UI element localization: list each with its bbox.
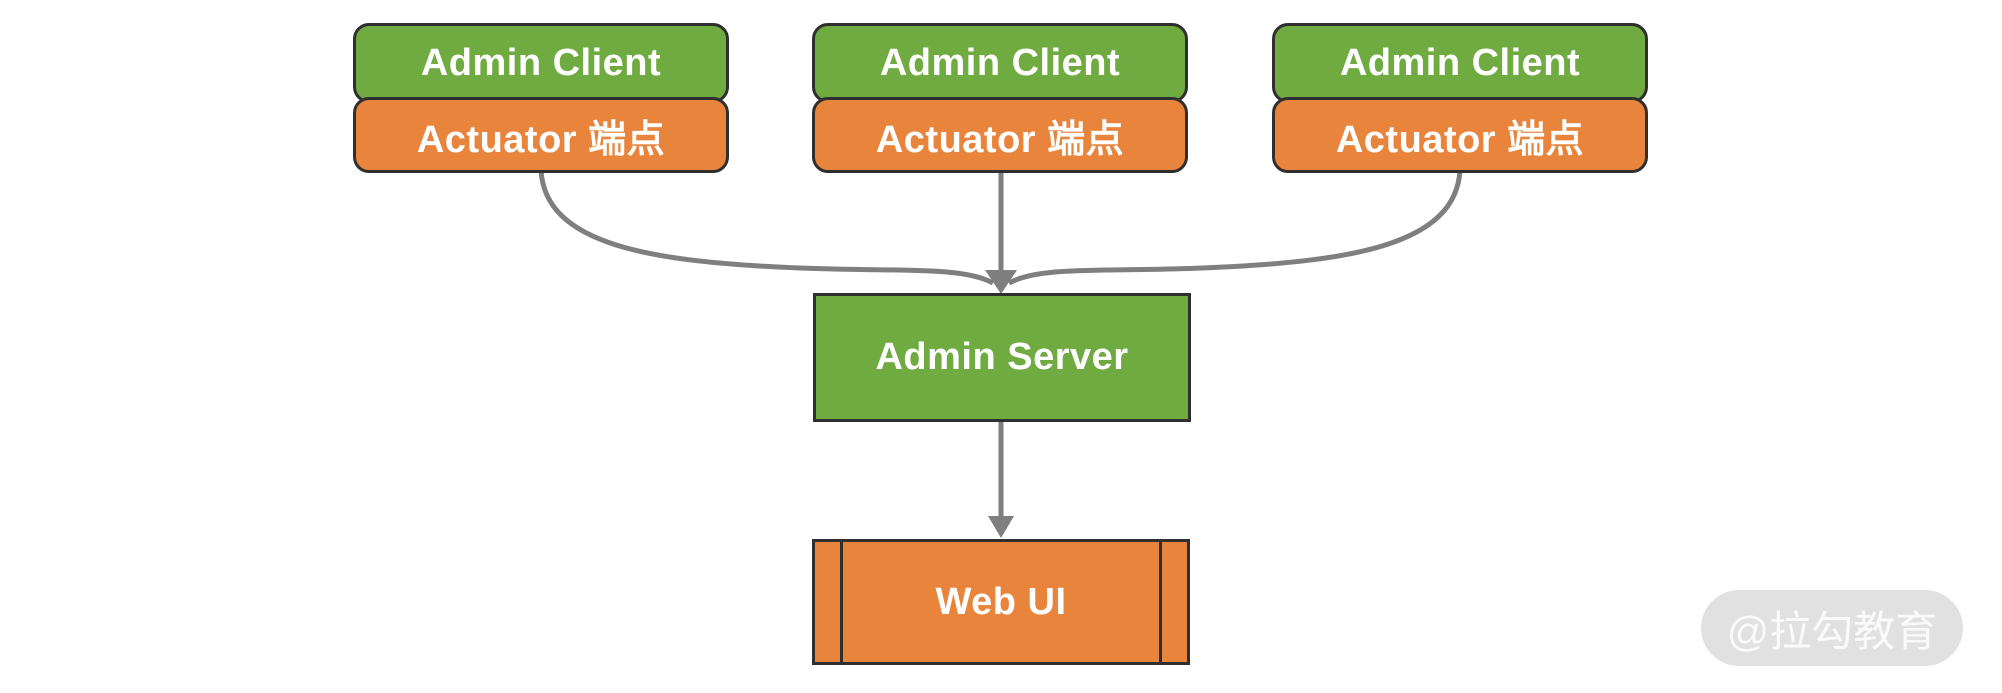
watermark-label: @拉勾教育: [1726, 607, 1938, 655]
actuator-endpoint-box-1: Actuator 端点: [353, 97, 729, 173]
admin-client-label-2: Admin Client: [879, 41, 1121, 84]
web-ui-box: Web UI: [812, 539, 1190, 665]
actuator-endpoint-label-3: Actuator 端点: [1335, 118, 1585, 161]
admin-client-label-1: Admin Client: [420, 41, 662, 84]
admin-client-box-2: Admin Client: [812, 23, 1188, 103]
web-ui-label: Web UI: [935, 580, 1067, 623]
connector-client1-to-server: [538, 169, 995, 286]
admin-client-label-3: Admin Client: [1339, 41, 1581, 84]
actuator-endpoint-box-2: Actuator 端点: [812, 97, 1188, 173]
admin-client-stack-2: Admin Client Actuator 端点: [812, 23, 1188, 173]
actuator-endpoint-label-1: Actuator 端点: [416, 118, 666, 161]
admin-client-stack-3: Admin Client Actuator 端点: [1272, 23, 1648, 173]
watermark-badge: @拉勾教育: [1701, 590, 1963, 666]
admin-client-box-3: Admin Client: [1272, 23, 1648, 103]
actuator-endpoint-label-2: Actuator 端点: [875, 118, 1125, 161]
web-ui-right-rail: [1159, 542, 1162, 662]
admin-server-box: Admin Server: [813, 293, 1191, 422]
actuator-endpoint-box-3: Actuator 端点: [1272, 97, 1648, 173]
arrowhead-into-webui: [988, 516, 1014, 538]
connector-client3-to-server: [1007, 169, 1463, 286]
admin-client-box-1: Admin Client: [353, 23, 729, 103]
admin-client-stack-1: Admin Client Actuator 端点: [353, 23, 729, 173]
web-ui-left-rail: [840, 542, 843, 662]
arrowhead-into-server: [985, 270, 1017, 294]
admin-server-label: Admin Server: [875, 336, 1129, 378]
